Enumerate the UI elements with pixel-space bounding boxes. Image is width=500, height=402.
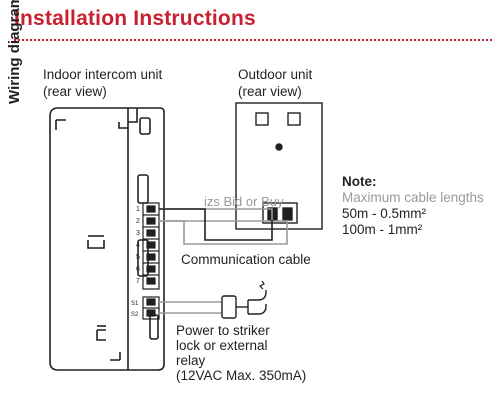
communication-cable-wires <box>159 208 288 245</box>
power-wires <box>159 301 222 314</box>
outdoor-unit-label-line2: (rear view) <box>238 84 302 99</box>
watermark-text: izs Bid or Buy <box>204 194 284 209</box>
page-title: Installation Instructions <box>14 7 256 30</box>
striker-lock-icon <box>221 280 267 319</box>
note-line-2: 50m - 0.5mm² <box>342 206 427 221</box>
terminal-label-4: 4 <box>136 242 140 249</box>
terminal-label-2: 2 <box>136 218 140 225</box>
power-label-line2: lock or external <box>176 338 268 353</box>
terminal-label-s1: S1 <box>131 301 139 307</box>
terminal-numbers: 1 2 3 4 5 6 7 S1 S2 <box>131 206 140 318</box>
terminal-label-1: 1 <box>136 206 140 213</box>
power-label-line1: Power to striker <box>176 323 270 338</box>
terminal-label-5: 5 <box>136 254 140 261</box>
power-label-line4: (12VAC Max. 350mA) <box>176 368 307 383</box>
terminal-label-3: 3 <box>136 230 140 237</box>
communication-cable-label: Communication cable <box>181 252 311 267</box>
note-line-3: 100m - 1mm² <box>342 222 423 237</box>
outdoor-unit-body <box>235 102 323 230</box>
note-line-1: Maximum cable lengths <box>342 190 484 205</box>
terminal-label-7: 7 <box>136 278 140 285</box>
power-label-line3: relay <box>176 353 206 368</box>
note-title: Note: <box>342 174 377 189</box>
title-dotted-divider <box>14 39 492 41</box>
indoor-terminal-block <box>142 202 160 320</box>
terminal-label-s2: S2 <box>131 312 139 318</box>
indoor-unit-label-line1: Indoor intercom unit <box>43 67 163 82</box>
outdoor-unit-label-line1: Outdoor unit <box>238 67 313 82</box>
indoor-unit-label-line2: (rear view) <box>43 84 107 99</box>
terminal-label-6: 6 <box>136 266 140 273</box>
